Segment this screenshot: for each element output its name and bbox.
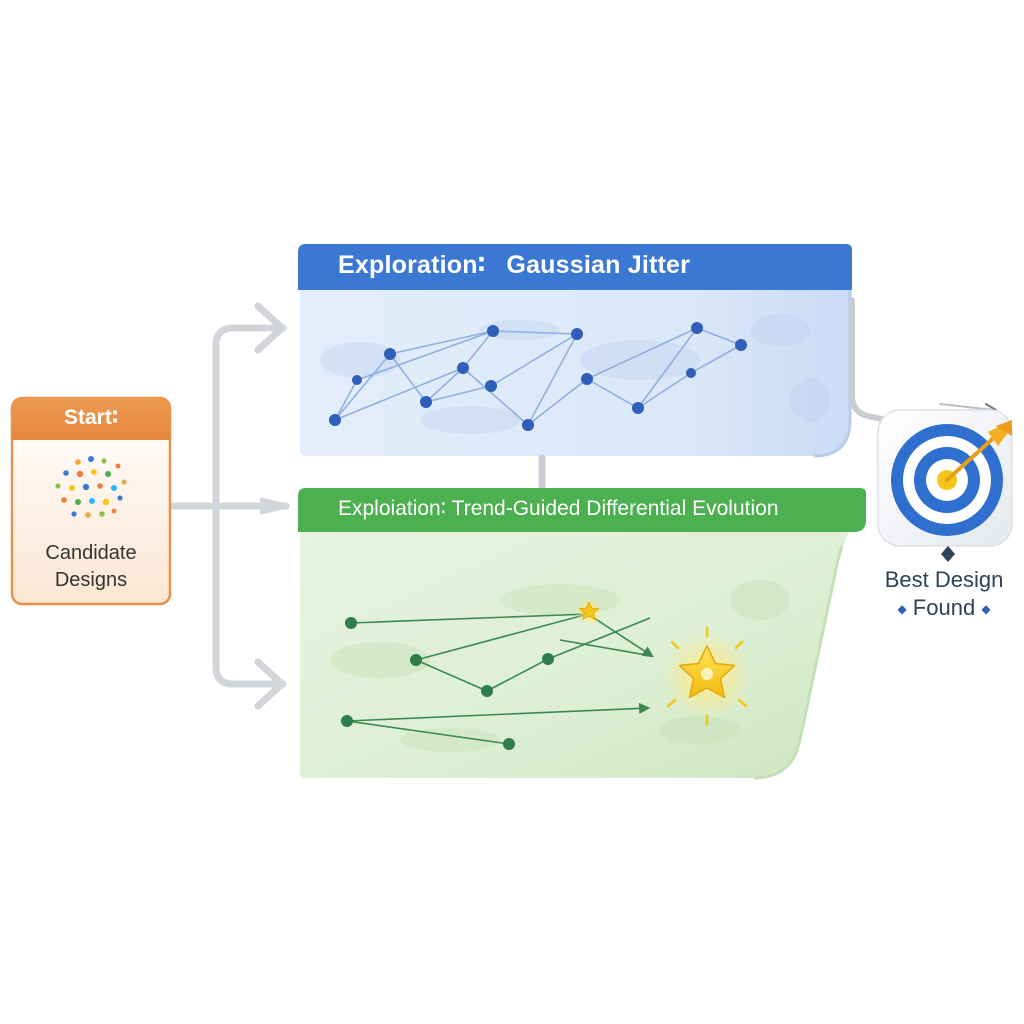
candidate-label-line2: Designs [54, 569, 128, 591]
explore-node [581, 373, 593, 385]
diamond-bullet-icon: ◆ [981, 602, 991, 617]
exploitation-panel [298, 488, 866, 780]
exploration-panel [298, 244, 852, 458]
explore-node [457, 362, 469, 374]
exploit-node [481, 685, 493, 697]
bullseye-target-icon [877, 409, 1013, 562]
explore-node [384, 348, 396, 360]
explore-node [686, 368, 696, 378]
exploitation-network [341, 598, 751, 750]
explore-node [485, 380, 497, 392]
exploration-nodes [329, 322, 747, 431]
result-connector [849, 297, 997, 427]
exploit-node [341, 715, 353, 727]
exploitation-edges [346, 613, 654, 745]
candidate-label-line1: Candidate [45, 542, 137, 564]
explore-node [329, 414, 341, 426]
exploration-network [329, 322, 747, 431]
explore-node [522, 419, 534, 431]
exploration-title-part1: Exploration∶ [338, 251, 486, 279]
best-label-line2-row: ◆ Found ◆ [858, 594, 1024, 623]
best-label-line2: Found [912, 595, 976, 620]
exploration-title-part2: Gaussian Jitter [506, 251, 691, 279]
explore-node [735, 339, 747, 351]
explore-node [691, 322, 703, 334]
explore-node [571, 328, 583, 340]
exploitation-title: Exploiation∶ Trend-Guided Differential E… [338, 497, 779, 520]
explore-node [632, 402, 644, 414]
exploration-edges [334, 327, 742, 426]
exploit-node [410, 654, 422, 666]
best-label-line1: Best Design [884, 567, 1004, 592]
candidate-dots-icon [55, 456, 127, 518]
best-design-label: Best Design ◆ Found ◆ [858, 566, 1024, 623]
best-candidate-star-icon [663, 626, 751, 726]
explore-node [420, 396, 432, 408]
exploit-node [542, 653, 554, 665]
explore-node [487, 325, 499, 337]
small-star-icon [575, 598, 603, 626]
candidate-designs-label: Candidate Designs [12, 540, 170, 594]
exploit-node [345, 617, 357, 629]
explore-node [352, 375, 362, 385]
diamond-bullet-icon: ◆ [897, 602, 907, 617]
start-title: Start∶ [63, 406, 119, 429]
exploitation-nodes [341, 617, 554, 750]
start-connector [168, 302, 290, 710]
exploration-title: Exploration∶ Gaussian Jitter [338, 250, 704, 280]
exploit-node [503, 738, 515, 750]
